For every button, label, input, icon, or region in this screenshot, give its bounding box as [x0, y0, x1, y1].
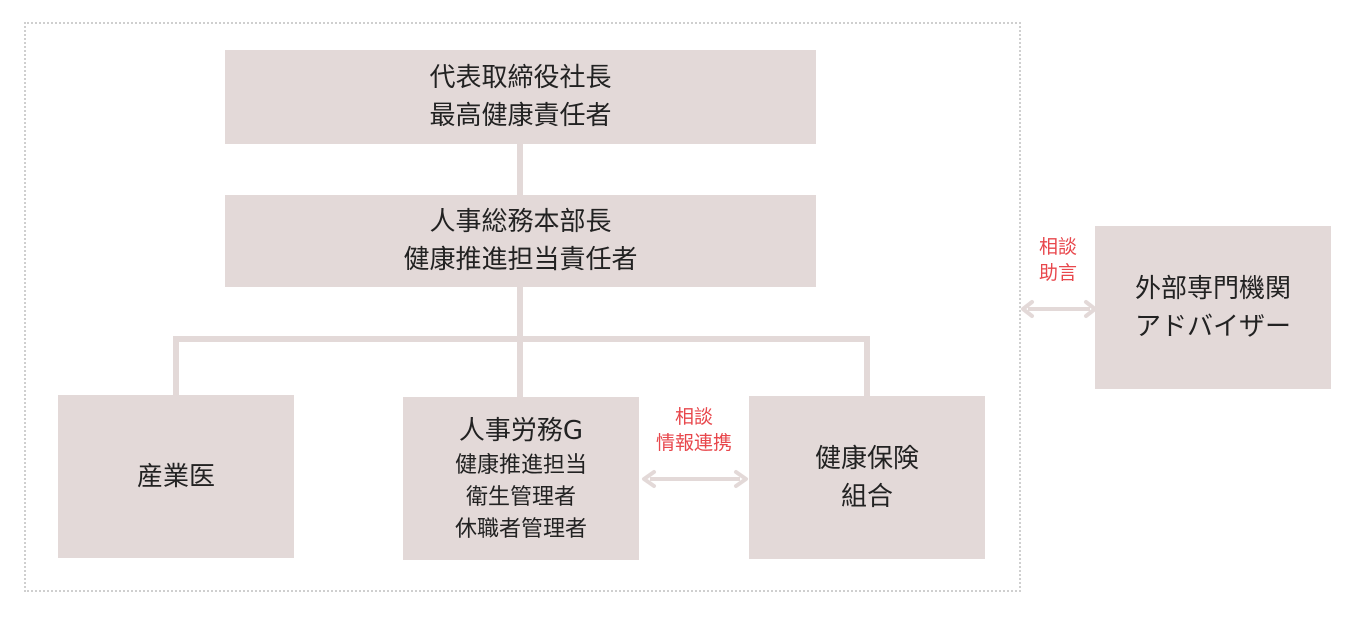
- internal-link-line2: 情報連携: [655, 432, 732, 454]
- occupational-physician-box: 産業医: [58, 395, 294, 558]
- connector-to-insurance: [864, 336, 870, 396]
- external-link-line2: 助言: [1038, 262, 1077, 284]
- ceo-box: 代表取締役社長 最高健康責任者: [225, 50, 816, 144]
- connector-horizontal-branch: [173, 336, 870, 342]
- connector-to-physician: [173, 336, 179, 395]
- hr-labor-group-title: 人事労務G: [458, 415, 584, 446]
- health-insurance-box: 健康保険 組合: [749, 396, 985, 559]
- internal-link-note: 相談 情報連携: [644, 404, 744, 456]
- external-advisor-line2: アドバイザー: [1134, 311, 1291, 342]
- health-insurance-line2: 組合: [840, 481, 893, 512]
- hr-director-title: 人事総務本部長: [429, 207, 612, 237]
- external-link-note: 相談 助言: [1008, 234, 1108, 286]
- connector-ceo-to-director: [517, 144, 523, 195]
- hr-director-role: 健康推進担当責任者: [403, 245, 638, 275]
- internal-double-arrow: [642, 470, 748, 488]
- health-insurance-line1: 健康保険: [814, 443, 919, 474]
- external-advisor-box: 外部専門機関 アドバイザー: [1095, 226, 1331, 389]
- hr-labor-group-role: 休職者管理者: [454, 516, 587, 542]
- hr-labor-group-role: 衛生管理者: [465, 484, 576, 510]
- external-advisor-line1: 外部専門機関: [1134, 273, 1291, 304]
- hr-labor-group-box: 人事労務G 健康推進担当 衛生管理者 休職者管理者: [403, 397, 639, 560]
- external-double-arrow: [1021, 300, 1097, 318]
- connector-director-to-branch: [517, 287, 523, 397]
- hr-director-box: 人事総務本部長 健康推進担当責任者: [225, 195, 816, 287]
- ceo-title: 代表取締役社長: [429, 63, 612, 93]
- hr-labor-group-role: 健康推進担当: [454, 452, 587, 478]
- occupational-physician-label: 産業医: [136, 461, 215, 492]
- external-link-line1: 相談: [1038, 236, 1077, 258]
- ceo-role: 最高健康責任者: [429, 101, 612, 131]
- organization-frame: [24, 22, 1021, 592]
- internal-link-line1: 相談: [674, 406, 713, 428]
